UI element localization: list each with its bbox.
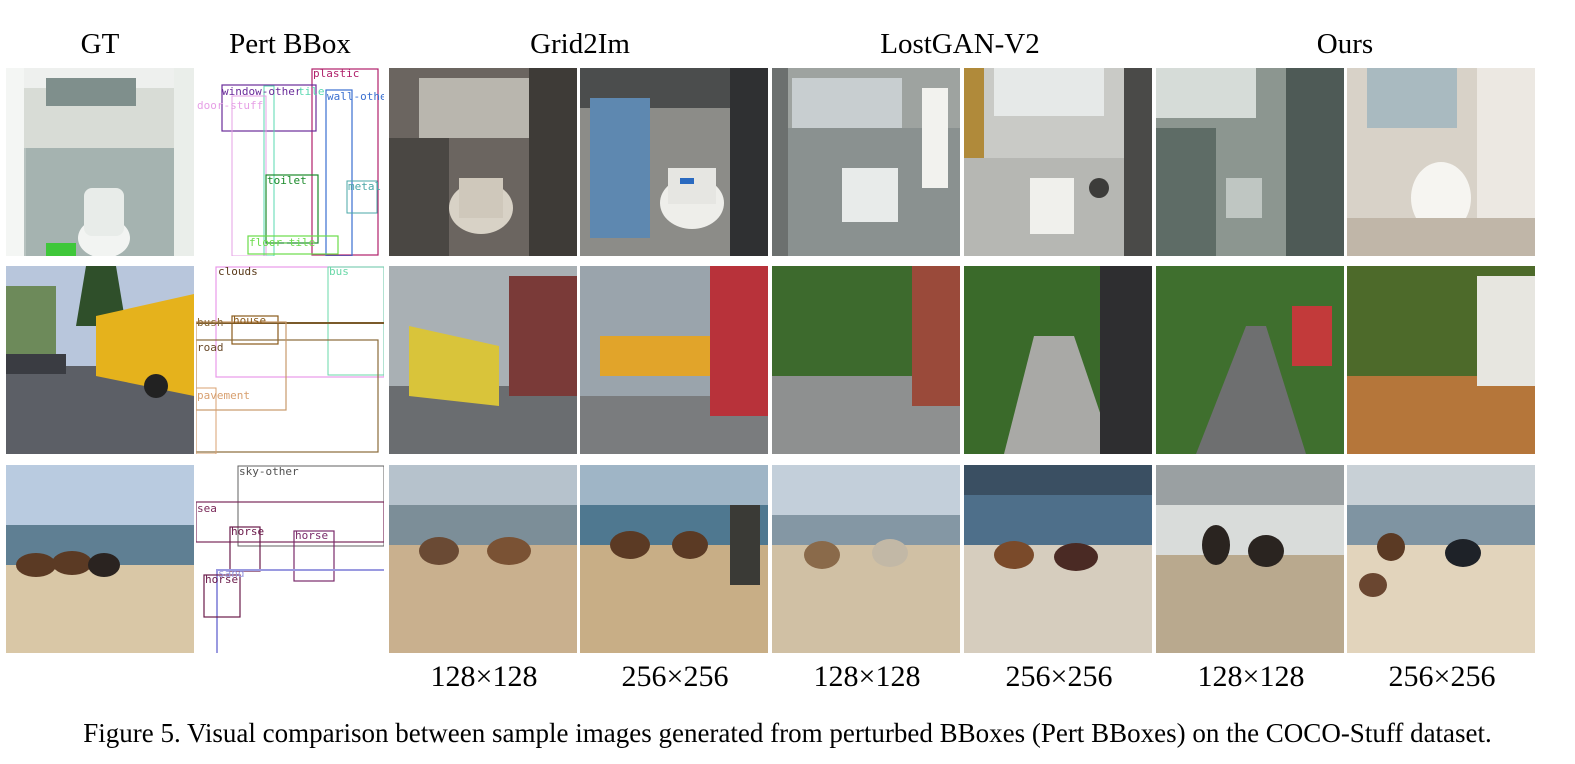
resolution-label: 128×128	[430, 660, 538, 693]
resolution-label: 256×256	[1005, 660, 1113, 693]
bbox-label: bush	[197, 316, 224, 329]
grid2im-256-bathroom	[580, 68, 768, 256]
grid2im-256-beach	[580, 465, 768, 653]
ours-128-beach	[1156, 465, 1344, 653]
lostgan-256-bathroom	[964, 68, 1152, 256]
ours-256-street	[1347, 266, 1535, 454]
grid2im-128-beach	[389, 465, 577, 653]
ours-256-bathroom	[1347, 68, 1535, 256]
gt-image-bathroom	[6, 68, 194, 256]
bbox-label: horse	[231, 525, 264, 538]
bbox-label: road	[197, 341, 224, 354]
lostgan-256-street	[964, 266, 1152, 454]
pert-bbox-beach: sky-other sea horse horse sand horse	[196, 465, 384, 653]
bbox-label: floor-tile	[249, 236, 315, 249]
bbox-label: wall-other	[327, 90, 384, 103]
lostgan-128-bathroom	[772, 68, 960, 256]
bbox-label: horse	[205, 573, 238, 586]
bbox-label: sand	[218, 567, 245, 580]
column-header-gt: GT	[80, 28, 120, 60]
grid2im-128-bathroom	[389, 68, 577, 256]
bbox-label: door-stuff	[197, 99, 263, 112]
column-header-lostgan: LostGAN-V2	[880, 28, 1040, 60]
bbox-label: window-other	[222, 85, 302, 98]
resolution-label: 256×256	[1388, 660, 1496, 693]
grid2im-128-street	[389, 266, 577, 454]
column-header-grid2im: Grid2Im	[530, 28, 630, 60]
gt-image-beach	[6, 465, 194, 653]
bbox-label: house	[233, 314, 266, 327]
column-header-ours: Ours	[1316, 28, 1374, 60]
bbox-label: bus	[329, 266, 349, 278]
resolution-label: 128×128	[1197, 660, 1305, 693]
resolution-label: 128×128	[813, 660, 921, 693]
lostgan-128-street	[772, 266, 960, 454]
lostgan-128-beach	[772, 465, 960, 653]
pert-bbox-street: clouds bus bush house road pavement	[196, 266, 384, 454]
ours-128-bathroom	[1156, 68, 1344, 256]
ours-128-street	[1156, 266, 1344, 454]
bbox-label: clouds	[218, 266, 258, 278]
bbox-label: metal	[348, 180, 381, 193]
gt-image-street	[6, 266, 194, 454]
ours-256-beach	[1347, 465, 1535, 653]
bbox-label: sea	[197, 502, 217, 515]
bbox-label: horse	[295, 529, 328, 542]
pert-bbox-bathroom: plastic window-other tile door-stuff wal…	[196, 68, 384, 256]
bbox-label: plastic	[313, 68, 359, 80]
grid2im-256-street	[580, 266, 768, 454]
bbox-label: tile	[298, 85, 325, 98]
bbox-label: pavement	[197, 389, 250, 402]
column-header-pert-bbox: Pert BBox	[229, 28, 351, 60]
bbox-label: sky-other	[239, 465, 299, 478]
lostgan-256-beach	[964, 465, 1152, 653]
bbox-label: toilet	[267, 174, 307, 187]
resolution-label: 256×256	[621, 660, 729, 693]
figure-caption: Figure 5. Visual comparison between samp…	[83, 718, 1492, 748]
